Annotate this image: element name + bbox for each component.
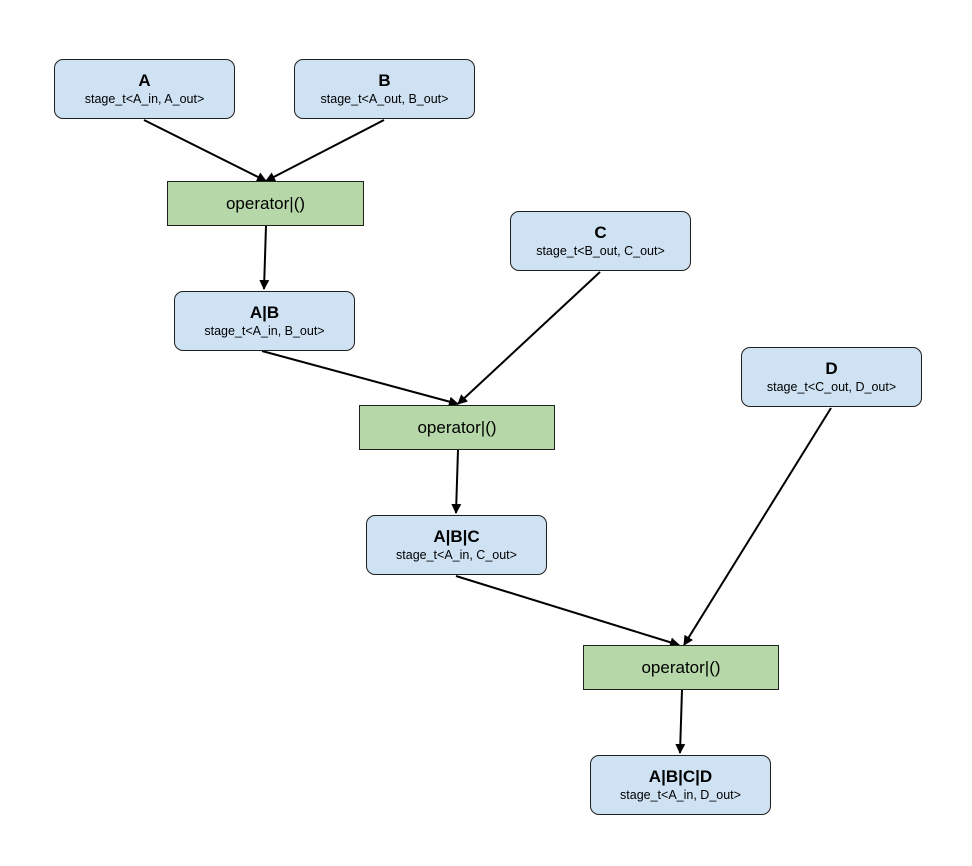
- stage-node-c: C stage_t<B_out, C_out>: [510, 211, 691, 271]
- stage-node-ab: A|B stage_t<A_in, B_out>: [174, 291, 355, 351]
- edge-ab-to-op2: [261, 350, 459, 407]
- stage-node-c-title: C: [594, 223, 607, 242]
- stage-node-a: A stage_t<A_in, A_out>: [54, 59, 235, 119]
- operator-node-2: operator|(): [359, 405, 555, 450]
- stage-node-b-title: B: [378, 71, 391, 90]
- edge-op3-to-abcd: [675, 689, 686, 754]
- stage-node-abc-title: A|B|C: [433, 527, 480, 546]
- stage-node-d: D stage_t<C_out, D_out>: [741, 347, 922, 407]
- operator-node-1-label: operator|(): [225, 193, 306, 213]
- operator-node-3-label: operator|(): [641, 657, 721, 677]
- operator-node-3: operator|(): [583, 645, 779, 690]
- stage-node-b-type: stage_t<A_out, B_out>: [320, 92, 449, 106]
- stage-node-c-type: stage_t<B_out, C_out>: [536, 244, 665, 258]
- stage-node-abcd-title: A|B|C|D: [648, 767, 713, 786]
- edge-a-to-op1: [143, 119, 267, 182]
- stage-node-abc-type: stage_t<A_in, C_out>: [396, 548, 517, 562]
- edge-c-to-op2: [457, 271, 601, 405]
- stage-node-abcd-type: stage_t<A_in, D_out>: [620, 788, 741, 802]
- stage-node-ab-type: stage_t<A_in, B_out>: [204, 324, 325, 338]
- edge-op2-to-abc: [451, 449, 462, 514]
- stage-node-d-title: D: [825, 359, 838, 378]
- stage-node-ab-title: A|B: [249, 303, 280, 322]
- edge-b-to-op1: [265, 119, 385, 182]
- stage-node-a-type: stage_t<A_in, A_out>: [84, 92, 205, 106]
- edge-abc-to-op3: [455, 575, 680, 648]
- operator-node-1: operator|(): [167, 181, 364, 226]
- operator-node-2-label: operator|(): [417, 417, 497, 437]
- stage-node-b: B stage_t<A_out, B_out>: [294, 59, 475, 119]
- edge-d-to-op3: [683, 407, 832, 646]
- stage-node-abc: A|B|C stage_t<A_in, C_out>: [366, 515, 547, 575]
- stage-node-d-type: stage_t<C_out, D_out>: [766, 380, 897, 394]
- edge-op1-to-ab: [259, 225, 270, 290]
- stage-node-abcd: A|B|C|D stage_t<A_in, D_out>: [590, 755, 771, 815]
- stage-node-a-title: A: [138, 71, 151, 90]
